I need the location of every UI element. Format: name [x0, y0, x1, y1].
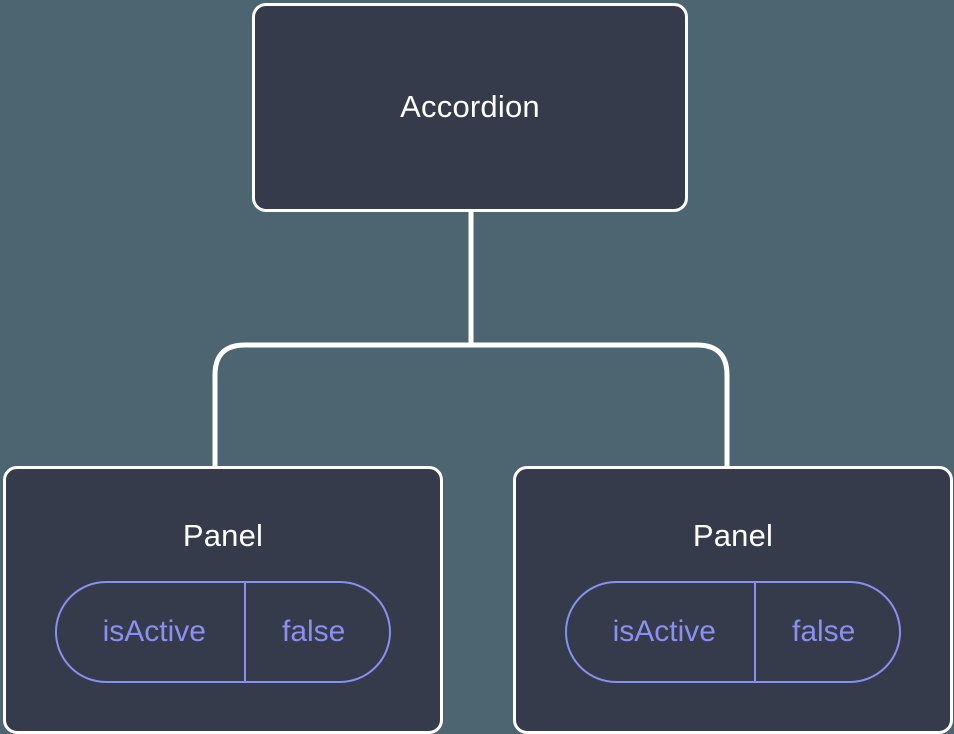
prop-badge-isactive-2[interactable]: isActive false — [564, 581, 902, 684]
prop-value: false — [243, 583, 389, 682]
prop-value: false — [753, 583, 899, 682]
edge-root-to-panel-2 — [471, 342, 730, 468]
edge-root-to-panel-1 — [212, 342, 471, 468]
prop-key: isActive — [102, 615, 206, 649]
node-panel-1[interactable]: Panel isActive false — [3, 466, 443, 734]
node-panel-2[interactable]: Panel isActive false — [513, 466, 953, 734]
node-accordion[interactable]: Accordion — [252, 3, 688, 212]
node-panel-1-label: Panel — [182, 518, 264, 553]
node-accordion-label: Accordion — [400, 89, 540, 125]
prop-badge-isactive-1[interactable]: isActive false — [54, 581, 392, 684]
node-panel-2-label: Panel — [692, 518, 774, 553]
prop-key: isActive — [612, 615, 716, 649]
